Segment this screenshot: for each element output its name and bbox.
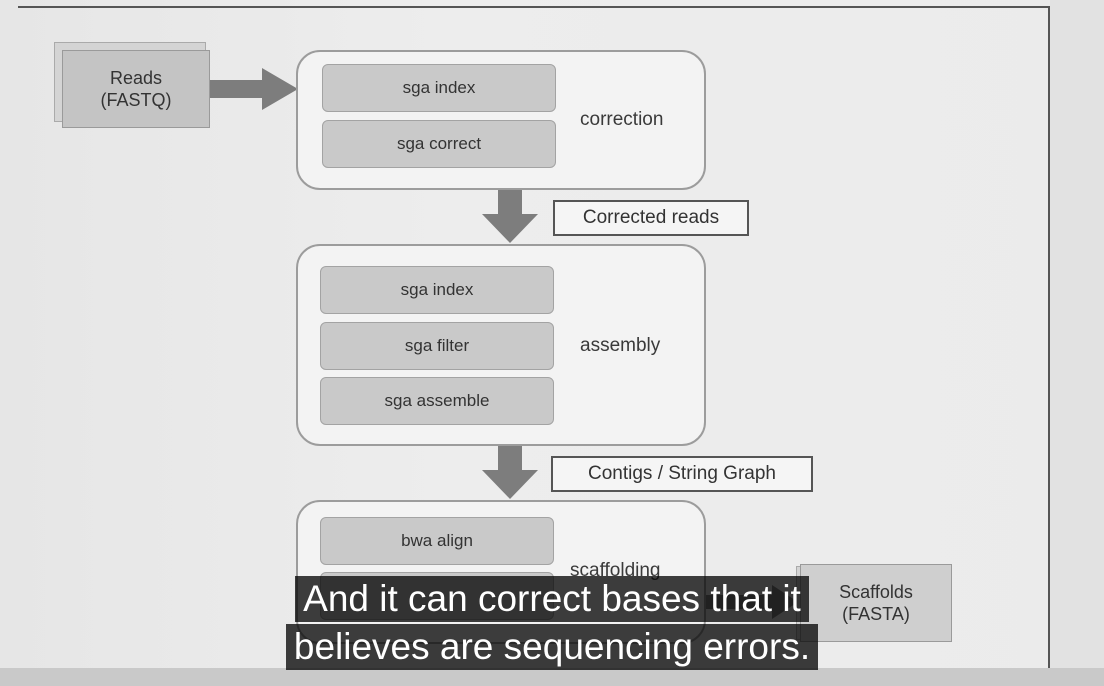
stage-label-scaffolding: scaffolding: [570, 560, 661, 581]
bottom-bar: [0, 668, 1104, 686]
input-arrow: [208, 68, 298, 110]
output-doc-line1: Scaffolds: [839, 582, 913, 602]
output-doc-line2: (FASTA): [842, 604, 910, 624]
input-doc-line2: (FASTQ): [100, 90, 172, 110]
stage-label-assembly: assembly: [580, 335, 661, 356]
down-arrow-2: [482, 444, 538, 499]
down-arrow-1: [482, 188, 538, 243]
stage-label-correction: correction: [580, 109, 664, 130]
right-margin: [1050, 0, 1104, 686]
input-reads-doc: Reads (FASTQ): [62, 50, 210, 128]
subtitle-row-2: believes are sequencing errors.: [0, 624, 1104, 670]
subtitle-line-2: believes are sequencing errors.: [285, 624, 819, 670]
step-sga-index-2: sga index: [320, 266, 554, 314]
output-scaffolds-doc: Scaffolds (FASTA): [800, 564, 952, 642]
input-doc-line1: Reads: [109, 68, 163, 88]
step-sga-filter: sga filter: [320, 322, 554, 370]
step-sga-index-1: sga index: [322, 64, 556, 112]
step-sga-assemble: sga assemble: [320, 377, 554, 425]
subtitle-row-1: And it can correct bases that it: [0, 576, 1104, 622]
subtitle-line-1: And it can correct bases that it: [295, 576, 809, 622]
flow-label-contigs-string-graph: Contigs / String Graph: [551, 456, 813, 492]
step-bwa-align: bwa align: [320, 517, 554, 565]
step-sga-correct: sga correct: [322, 120, 556, 168]
flow-label-corrected-reads: Corrected reads: [553, 200, 749, 236]
